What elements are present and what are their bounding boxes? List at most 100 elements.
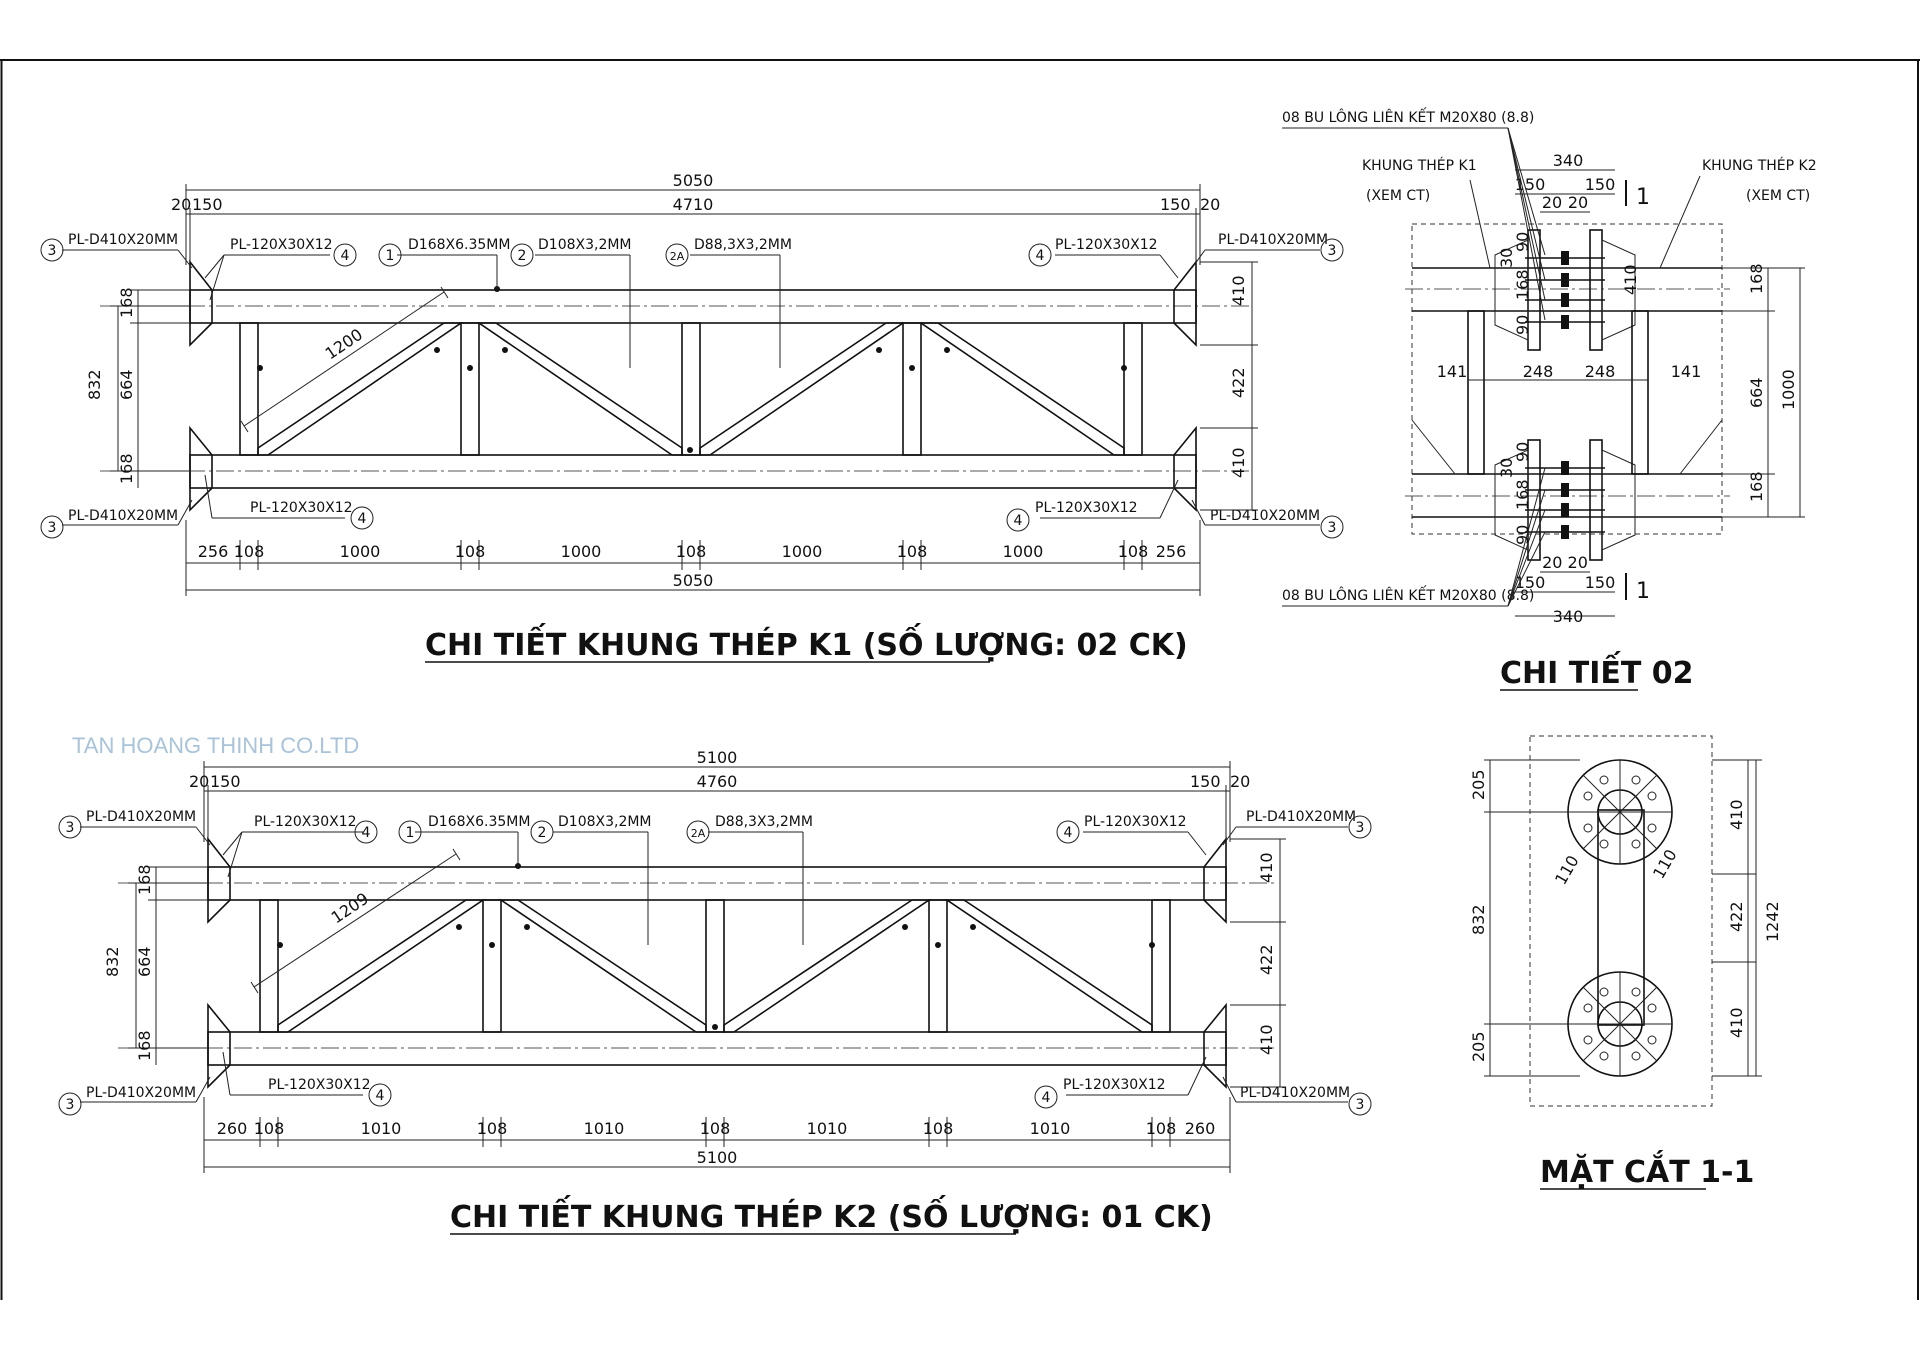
k2-tag-3-tl: 3 — [66, 820, 75, 836]
k2-tag-4-br: 4 — [1042, 1090, 1051, 1106]
d02-dim-168-b: 168 — [1513, 479, 1532, 510]
d02-dim-141-l: 141 — [1437, 362, 1468, 381]
k1-tag-2: 2 — [518, 248, 527, 264]
k2-end-plate-top-right — [1203, 836, 1227, 924]
k2-dim-seg-10: 108 — [1146, 1119, 1177, 1138]
k1-dim-seg-6: 108 — [676, 542, 707, 561]
k2-dim-end-right-a: 20 — [1230, 772, 1250, 791]
k2-title: CHI TIẾT KHUNG THÉP K2 (SỐ LƯỢNG: 01 CK) — [450, 1194, 1213, 1235]
k2-label-rib-tl: PL-120X30X12 — [254, 814, 357, 830]
k1-tag-3-bl: 3 — [48, 520, 57, 536]
k2-label-rib-bl: PL-120X30X12 — [268, 1077, 371, 1093]
s11-dim-205-top: 205 — [1469, 769, 1488, 800]
detail-02-drawing: 340 150 150 20 20 1 20 20 150 150 340 1 … — [1282, 107, 1817, 691]
k2-tag-4-tl: 4 — [362, 825, 371, 841]
k1-label-rib-bl: PL-120X30X12 — [250, 500, 353, 516]
k1-dim-height-inner: 664 — [117, 369, 136, 400]
d02-k1-sub: (XEM CT) — [1366, 188, 1430, 204]
k1-dim-seg-5: 1000 — [561, 542, 602, 561]
k1-tag-3-br: 3 — [1328, 520, 1337, 536]
k1-end-plate-bottom-right — [1173, 425, 1197, 512]
watermark-text: TAN HOANG THINH CO.LTD — [72, 733, 359, 758]
s11-dim-422: 422 — [1727, 901, 1746, 932]
d02-dim-168-r1: 168 — [1747, 263, 1766, 294]
k1-dim-plate-bottom: 410 — [1229, 447, 1248, 478]
k1-dim-seg-4: 108 — [455, 542, 486, 561]
k2-dim-seg-5: 1010 — [584, 1119, 625, 1138]
d02-k2-label: KHUNG THÉP K2 — [1702, 157, 1817, 174]
k2-dim-seg-3: 1010 — [361, 1119, 402, 1138]
d02-dim-168-t: 168 — [1513, 269, 1532, 300]
k2-label-pipe-diag: D108X3,2MM — [558, 814, 652, 830]
k2-label-pipe-main: D168X6.35MM — [428, 814, 530, 830]
k2-dim-seg-2: 108 — [254, 1119, 285, 1138]
d02-dim-1000: 1000 — [1779, 369, 1798, 410]
k1-tag-3-tr: 3 — [1328, 243, 1337, 259]
k1-dim-total-top: 5050 — [673, 171, 714, 190]
s11-dim-1242: 1242 — [1763, 901, 1782, 942]
section-1-1-drawing: 205 832 205 110 110 410 422 410 1242 MẶT… — [1469, 735, 1782, 1190]
k2-end-plate-bottom-left — [207, 1002, 231, 1089]
k1-dim-height-total: 832 — [85, 369, 104, 400]
d02-dim-150-tr: 150 — [1585, 175, 1616, 194]
d02-dim-90-b1: 90 — [1513, 442, 1532, 462]
k1-top-chord — [189, 289, 1197, 324]
k1-dim-seg-8: 108 — [897, 542, 928, 561]
k1-label-pipe-main: D168X6.35MM — [408, 237, 510, 253]
k1-tag-4-tr: 4 — [1036, 248, 1045, 264]
d02-dim-410: 410 — [1621, 264, 1640, 295]
d02-dim-30-b: 30 — [1497, 458, 1516, 478]
k1-tag-2a: 2A — [670, 250, 685, 263]
k2-dim-seg-1: 260 — [217, 1119, 248, 1138]
k1-label-rib-br: PL-120X30X12 — [1035, 500, 1138, 516]
k2-dim-chord-top: 168 — [135, 864, 154, 895]
s11-dim-410-top: 410 — [1727, 799, 1746, 830]
s11-dim-832: 832 — [1469, 904, 1488, 935]
d02-dim-248-r: 248 — [1585, 362, 1616, 381]
d02-section-mark-top: 1 — [1636, 185, 1650, 210]
k2-dim-diagonal: 1209 — [328, 889, 372, 928]
k1-tag-3-tl: 3 — [48, 243, 57, 259]
k2-dim-plate-top: 410 — [1257, 852, 1276, 883]
k1-label-pipe-diag: D108X3,2MM — [538, 237, 632, 253]
k2-dim-seg-9: 1010 — [1030, 1119, 1071, 1138]
k2-tag-2a: 2A — [691, 827, 706, 840]
k2-dim-seg-4: 108 — [477, 1119, 508, 1138]
d02-dim-248-l: 248 — [1523, 362, 1554, 381]
k2-dim-height-total: 832 — [103, 946, 122, 977]
d02-section-mark-bottom: 1 — [1636, 579, 1650, 604]
k1-dim-chord-top: 168 — [117, 287, 136, 318]
k2-end-plate-top-left — [207, 836, 231, 924]
k1-end-plate-top-left — [189, 259, 213, 347]
k1-bottom-chord — [189, 454, 1197, 489]
k1-tag-1: 1 — [386, 248, 395, 264]
k1-dim-chord-bottom: 168 — [117, 453, 136, 484]
d02-k2-sub: (XEM CT) — [1746, 188, 1810, 204]
k1-dim-seg-10: 108 — [1118, 542, 1149, 561]
s11-dim-410-bottom: 410 — [1727, 1007, 1746, 1038]
k1-dim-end-left-a: 20 — [171, 195, 191, 214]
d02-dim-30-t: 30 — [1497, 248, 1516, 268]
k2-end-plate-bottom-right — [1203, 1002, 1227, 1089]
k1-label-plate-tr: PL-D410X20MM — [1218, 232, 1328, 248]
k2-tag-4-bl: 4 — [376, 1088, 385, 1104]
k1-dim-end-right-b: 150 — [1160, 195, 1191, 214]
k2-dim-height-inner: 664 — [135, 946, 154, 977]
k2-dim-end-right-b: 150 — [1190, 772, 1221, 791]
k2-dim-end-left-a: 20 — [189, 772, 209, 791]
k2-dim-seg-7: 1010 — [807, 1119, 848, 1138]
d02-dim-90-b2: 90 — [1513, 525, 1532, 545]
k2-label-rib-br: PL-120X30X12 — [1063, 1077, 1166, 1093]
k1-dim-plate-top: 410 — [1229, 275, 1248, 306]
d02-dim-340-bottom: 340 — [1553, 607, 1584, 626]
d02-dim-141-r: 141 — [1671, 362, 1702, 381]
d02-dim-90-t1: 90 — [1513, 232, 1532, 252]
k1-dim-seg-11: 256 — [1156, 542, 1187, 561]
d02-dim-168-r2: 168 — [1747, 471, 1766, 502]
k2-frame-drawing: 5100 4760 20 150 150 20 1209 — [58, 748, 1372, 1235]
k1-dim-seg-9: 1000 — [1003, 542, 1044, 561]
k1-label-plate-bl: PL-D410X20MM — [68, 508, 178, 524]
k2-tag-3-bl: 3 — [66, 1097, 75, 1113]
k2-bottom-chord — [207, 1031, 1227, 1066]
k2-tag-4-tr: 4 — [1064, 825, 1073, 841]
